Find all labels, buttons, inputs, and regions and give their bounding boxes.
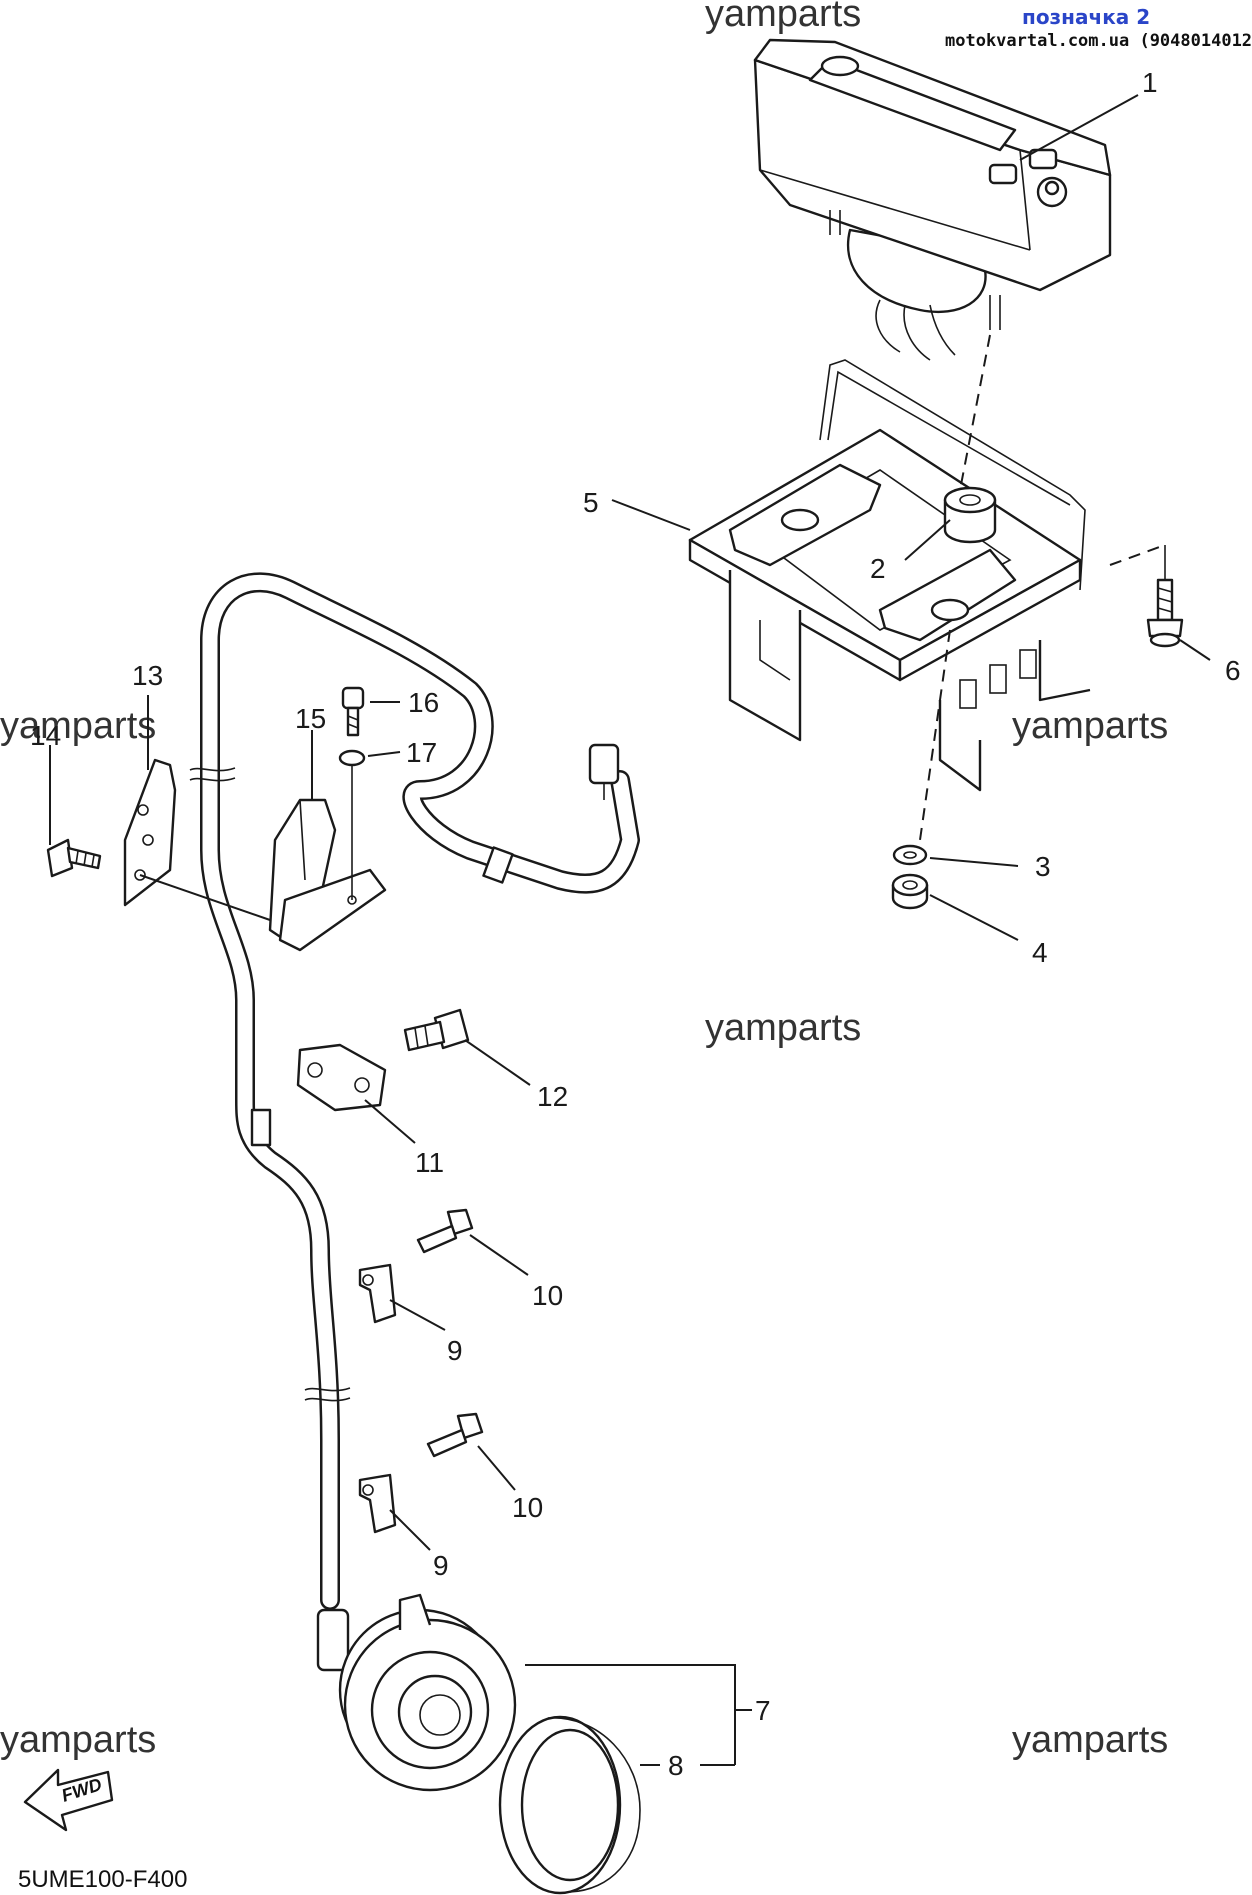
callout-10: 10: [512, 1492, 543, 1523]
callout-13: 13: [132, 660, 163, 691]
washer: [892, 844, 928, 866]
drawing-code: 5UME100-F400: [18, 1866, 187, 1893]
callout-11: 11: [415, 1147, 444, 1178]
callout-4: 4: [1032, 937, 1048, 968]
callout-3: 3: [1035, 851, 1051, 882]
watermark: yamparts: [705, 1007, 861, 1049]
speedometer-cable: [189, 572, 640, 1792]
header-label: позначка 2: [1022, 5, 1150, 29]
bolt: [46, 838, 102, 878]
callout-12: 12: [537, 1081, 568, 1112]
watermark: yamparts: [705, 0, 861, 35]
grommet: [943, 486, 997, 544]
cable-holder: [268, 798, 387, 952]
header-site: motokvartal.com.ua (904801401200): [945, 31, 1252, 51]
cable-clamp: [358, 1473, 397, 1534]
watermark: yamparts: [0, 1719, 156, 1761]
callout-6: 6: [1225, 655, 1241, 686]
callout-9: 9: [447, 1335, 463, 1366]
screw: [426, 1412, 484, 1458]
callout-5: 5: [583, 487, 599, 518]
cable-clamp: [358, 1263, 397, 1324]
callout-15: 15: [295, 703, 326, 734]
meter-assembly: [753, 38, 1112, 361]
fwd-arrow-icon: FWD: [23, 1768, 114, 1832]
callout-10: 10: [532, 1280, 563, 1311]
callout-2: 2: [870, 553, 886, 584]
callout-8: 8: [668, 1750, 684, 1781]
nut: [891, 873, 929, 910]
watermark: yamparts: [0, 705, 156, 747]
screw: [416, 1208, 474, 1254]
meter-bracket: [688, 359, 1091, 792]
oil-seal: [498, 1715, 641, 1895]
watermark: yamparts: [1012, 1719, 1168, 1761]
callout-9: 9: [433, 1550, 449, 1581]
cable-clamp: [296, 1043, 387, 1112]
callout-17: 17: [406, 737, 437, 768]
bolt: [403, 1008, 470, 1052]
washer: [338, 749, 366, 767]
callout-7: 7: [755, 1695, 771, 1726]
clamp-plate: [123, 758, 177, 907]
bolt: [1146, 578, 1184, 648]
callout-14: 14: [30, 720, 61, 751]
callout-16: 16: [408, 687, 439, 718]
watermark: yamparts: [1012, 705, 1168, 747]
callout-1: 1: [1142, 67, 1158, 98]
screw: [341, 686, 365, 737]
